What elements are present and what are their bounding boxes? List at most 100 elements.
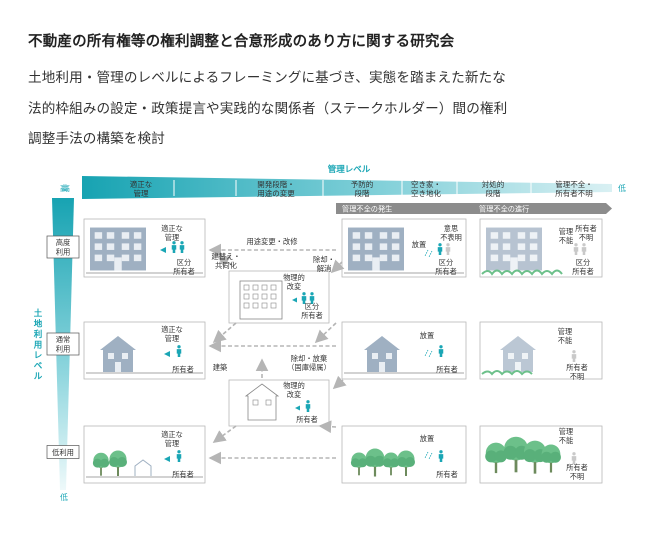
land-level-box-3	[46, 445, 80, 459]
stage-label-5-line: 段階	[486, 188, 501, 198]
land-level-label-2-line: 通常	[56, 335, 71, 344]
arrow-demolish	[330, 259, 345, 274]
arrow-abandon-to-center	[332, 375, 347, 390]
arrow-abandon-label-line: 除却・放棄	[291, 354, 328, 363]
panel-low-progressed-owner-line: 不明	[570, 472, 584, 481]
panel-low-progressed-owner: 所有者不明	[566, 463, 588, 481]
arrow-build-label: 建築	[213, 363, 228, 372]
panel-high-progressed-note2-line: 不明	[579, 233, 593, 242]
panel-high-proper-owner-line: 所有者	[173, 267, 195, 276]
land-axis-label-line: 土	[34, 308, 43, 319]
land-level-label-3: 低利用	[52, 448, 74, 457]
arrow-low-to-center	[318, 420, 337, 434]
arrow-center-to-mid	[212, 322, 237, 344]
land-level-label-3-line: 低利用	[52, 448, 74, 457]
panel-mid-progressed-owner-line: 不明	[570, 372, 584, 381]
land-axis-label-line: ベ	[34, 362, 43, 372]
panel-mid-proper-note-line: 適正な	[161, 325, 183, 334]
stage-label-1-line: 管理	[134, 188, 149, 198]
panel-mid-preventive	[341, 321, 467, 380]
land-level-box-2	[46, 332, 80, 356]
small-hut-icon	[134, 459, 152, 476]
land-axis-low-line: 低	[60, 492, 68, 502]
arrow-demolish-label: 除却・解消	[313, 255, 335, 273]
stage-label-3-line: 予防的	[351, 179, 374, 189]
stage-label-4: 空き家・空き地化	[411, 179, 441, 198]
arrow-center-to-low	[212, 425, 237, 443]
panel-mid-preventive-owner: 所有者	[436, 365, 458, 374]
stage-label-5-line: 対処的	[482, 179, 505, 189]
panel-mid-progressed-owner: 所有者不明	[566, 363, 588, 381]
land-axis-low: 低	[60, 492, 68, 502]
apartment-icon	[348, 227, 404, 271]
management-axis-label-line: 管理レベル	[328, 164, 371, 175]
arrow-upgrade-label-line: 用途変更・改修	[246, 237, 298, 246]
apartment-outline-icon	[239, 280, 283, 320]
panel-mid-progressed-note-line: 管理	[558, 327, 572, 336]
description-line-3: 調整手法の構築を検討	[28, 131, 165, 147]
panel-high-preventive-owner-line: 所有者	[435, 267, 457, 276]
panel-high-preventive-note1: 放置	[412, 240, 426, 249]
panel-low-preventive-owner: 所有者	[436, 470, 458, 479]
arrow-rebuild-label-line: 建替え・	[211, 252, 240, 261]
management-axis-label: 管理レベル	[328, 164, 371, 175]
panel-center-mid-note-line: 改変	[287, 390, 301, 399]
panel-mid-progressed	[479, 321, 603, 380]
arrow-rebuild	[216, 255, 233, 268]
management-axis-high-line: 高	[62, 183, 70, 193]
panel-mid-proper-owner-line: 所有者	[172, 365, 194, 374]
panel-low-proper-owner: 所有者	[172, 470, 194, 479]
panel-high-progressed-note2: 所有者不明	[575, 224, 597, 242]
panel-mid-preventive-owner-line: 所有者	[436, 365, 458, 374]
panel-high-progressed-note1-line: 管理	[559, 227, 573, 236]
land-level-box-1	[46, 235, 80, 259]
stage-label-2-line: 開発段階・	[257, 179, 295, 189]
arrow-abandon-upper	[314, 322, 337, 344]
panel-high-progressed-owner-line: 区分	[576, 258, 590, 267]
bar-mismanagement-progress-label-line: 管理不全の進行	[479, 205, 529, 214]
management-axis-low-line: 低	[618, 183, 626, 193]
description-line-2: 法的枠組みの設定・政策提言や実践的な関係者（ステークホルダー）間の権利	[28, 101, 508, 117]
land-level-label-1-line: 利用	[56, 248, 71, 257]
panel-low-proper-owner-line: 所有者	[172, 470, 194, 479]
panel-high-preventive-note1-line: 放置	[412, 240, 426, 249]
management-level-gradient-bar	[82, 176, 612, 199]
arrow-rebuild-label-line: 共同化	[215, 261, 238, 270]
panel-center-mid	[228, 379, 330, 427]
page-title: 不動産の所有権等の権利調整と合意形成のあり方に関する研究会	[28, 34, 455, 50]
bar-mismanagement-occurs-label: 管理不全の発生	[342, 205, 392, 214]
land-level-label-2-line: 利用	[56, 345, 71, 354]
panel-mid-progressed-owner-line: 所有者	[566, 363, 588, 372]
panel-mid-preventive-note-line: 放置	[420, 331, 434, 340]
panel-high-preventive-owner-line: 区分	[439, 258, 453, 267]
panel-center-high-note-line: 物理的	[283, 273, 305, 282]
arrow-left-icon	[160, 247, 166, 253]
panel-high-progressed-owner-line: 所有者	[572, 267, 594, 276]
panel-high-preventive-note2-line: 不表明	[440, 233, 462, 242]
bar-mismanagement-progress-label: 管理不全の進行	[479, 205, 529, 214]
arrow-upgrade-label: 用途変更・改修	[246, 237, 298, 246]
panel-mid-preventive-note: 放置	[420, 331, 434, 340]
panel-low-proper-note-line: 適正な	[161, 430, 183, 439]
panel-low-proper-note-line: 管理	[165, 439, 179, 448]
land-axis-label-line: レ	[34, 351, 43, 361]
grass-icon	[481, 269, 563, 276]
panel-center-mid-note-line: 物理的	[283, 381, 305, 390]
panel-mid-progressed-note-line: 不能	[558, 336, 572, 345]
land-level-label-1-line: 高度	[56, 238, 71, 247]
land-axis-label-line: 地	[34, 319, 43, 330]
panel-high-proper-note-line: 管理	[165, 233, 179, 242]
stage-label-1-line: 適正な	[130, 179, 153, 189]
arrow-demolish-label-line: 除却・	[313, 255, 335, 264]
